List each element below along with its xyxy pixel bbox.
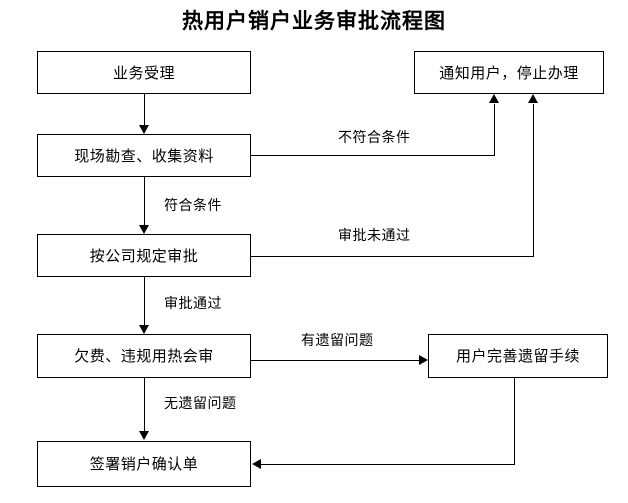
edge-label-no-pending: 无遗留问题	[164, 396, 237, 412]
arrow-up-icon	[528, 94, 538, 103]
connector-complete-to-sign-hline	[261, 464, 515, 465]
node-sign-confirmation[interactable]: 签署销户确认单	[37, 441, 251, 487]
edge-label-has-pending: 有遗留问题	[301, 333, 374, 349]
edge-label-qualified: 符合条件	[164, 198, 222, 214]
page-title: 热用户销户业务审批流程图	[182, 9, 446, 33]
edge-label-not-qualified: 不符合条件	[338, 130, 411, 146]
node-label: 按公司规定审批	[89, 246, 199, 265]
arrow-left-icon	[252, 459, 261, 469]
arrow-down-icon	[139, 325, 149, 334]
connector-review-to-sign-line	[144, 378, 145, 432]
edge-label-approval-failed: 审批未通过	[338, 228, 411, 244]
node-notify-user-stop[interactable]: 通知用户，停止办理	[414, 51, 604, 94]
connector-survey-to-notify-hline	[251, 155, 495, 156]
node-label: 签署销户确认单	[89, 455, 199, 473]
connector-accept-to-survey-line	[144, 94, 145, 126]
arrow-up-icon	[489, 94, 499, 103]
node-company-approval[interactable]: 按公司规定审批	[37, 234, 251, 277]
node-label: 业务受理	[112, 63, 175, 82]
connector-survey-to-approve-line	[144, 177, 145, 226]
node-label: 欠费、违规用热会审	[74, 347, 214, 365]
connector-survey-to-notify-vline	[494, 104, 495, 156]
arrow-right-icon	[419, 355, 428, 365]
arrow-down-icon	[139, 125, 149, 134]
connector-review-to-complete-hline	[251, 360, 420, 361]
node-site-survey[interactable]: 现场勘查、收集资料	[37, 134, 251, 177]
connector-complete-to-sign-vline	[514, 378, 515, 465]
node-label: 通知用户，停止办理	[439, 63, 579, 82]
connector-approve-to-notify-vline	[533, 104, 534, 257]
connector-approve-to-review-line	[144, 277, 145, 326]
arrow-down-icon	[139, 225, 149, 234]
node-business-acceptance[interactable]: 业务受理	[37, 51, 251, 94]
node-label: 现场勘查、收集资料	[74, 146, 214, 165]
node-user-complete-procedures[interactable]: 用户完善遗留手续	[428, 334, 608, 378]
arrow-down-icon	[139, 431, 149, 440]
node-label: 用户完善遗留手续	[455, 347, 580, 365]
node-joint-review[interactable]: 欠费、违规用热会审	[37, 334, 251, 378]
connector-approve-to-notify-hline	[251, 256, 534, 257]
edge-label-approval-passed: 审批通过	[164, 296, 222, 312]
